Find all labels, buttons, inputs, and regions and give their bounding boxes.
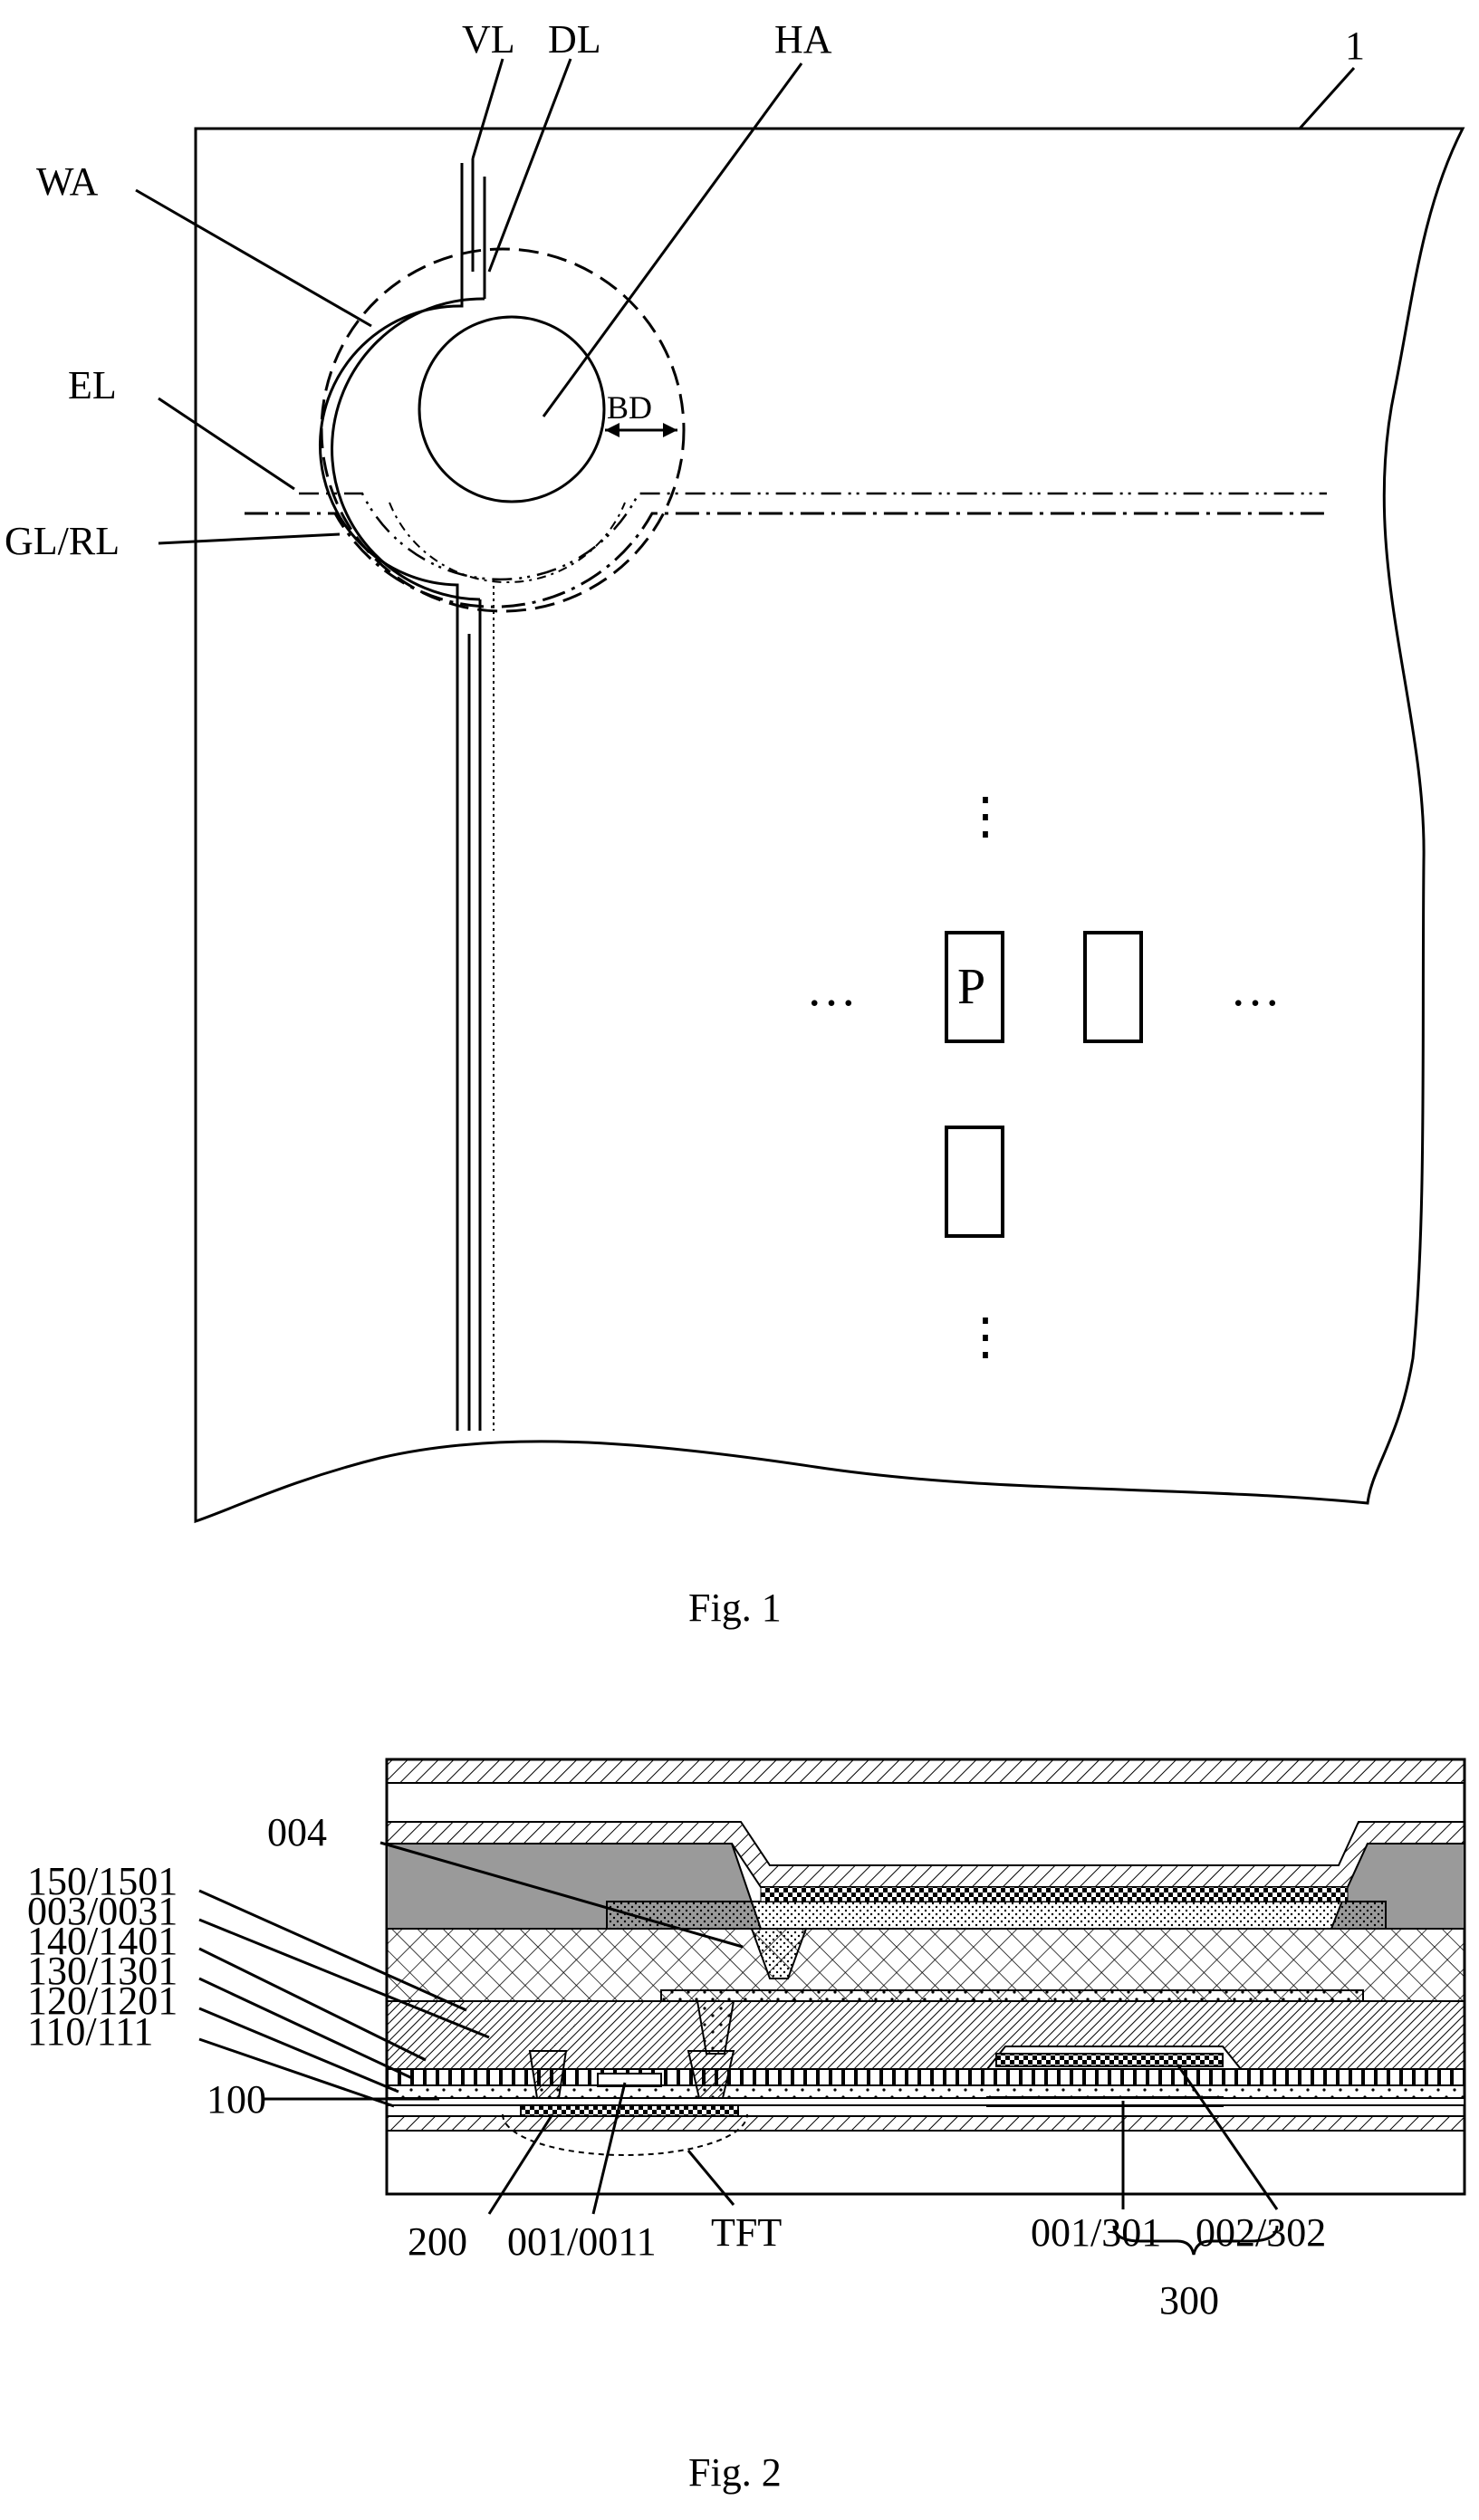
label-el: EL [68, 363, 117, 407]
label-wa: WA [36, 159, 99, 204]
label-002-302: 002/302 [1196, 2210, 1326, 2255]
data-line-dl [320, 163, 462, 1431]
leader-vl [473, 59, 503, 158]
label-vl: VL [462, 17, 515, 62]
data-line-dl-inner [332, 299, 485, 599]
emission-line-inner-arc [389, 503, 625, 582]
figure-1: VL DL HA 1 WA EL GL/RL BD P ⋮ ⋮ … … Fig.… [5, 17, 1463, 1630]
label-004: 004 [267, 1810, 327, 1854]
active-layer-200 [521, 2105, 738, 2116]
ellipsis-top: ⋮ [960, 789, 1011, 845]
caption-fig-1: Fig. 1 [688, 1586, 782, 1630]
capacitor-plate-302 [996, 2054, 1223, 2066]
label-110: 110/111 [27, 2009, 153, 2054]
leader-el [158, 398, 294, 489]
leader-tft [688, 2151, 734, 2205]
encapsulation-layer [387, 1759, 1465, 1783]
buffer-layer-110 [387, 2098, 1465, 2105]
leader-dl [489, 59, 571, 272]
caption-fig-2: Fig. 2 [688, 2450, 782, 2495]
bd-arrowhead-right [663, 423, 677, 437]
label-glrl: GL/RL [5, 519, 120, 563]
label-001-301: 001/301 [1031, 2210, 1161, 2255]
emission-line [299, 493, 1327, 580]
ellipsis-bottom: ⋮ [960, 1309, 1011, 1365]
light-emitting-layer [761, 1887, 1348, 1902]
tft-gate-001 [598, 2074, 661, 2086]
label-tft: TFT [711, 2210, 782, 2255]
leader-ref-1 [1300, 68, 1354, 129]
display-panel-outline [196, 129, 1463, 1521]
hole-area-circle [419, 317, 604, 502]
label-ha: HA [774, 17, 832, 62]
pixel-right [1085, 933, 1141, 1041]
label-300: 300 [1159, 2278, 1219, 2323]
leader-ha [543, 63, 802, 417]
leader-glrl [158, 534, 340, 543]
label-dl: DL [548, 17, 601, 62]
connection-line-003 [661, 1990, 1363, 2001]
label-200: 200 [408, 2219, 467, 2264]
label-pixel-p: P [957, 959, 985, 1015]
pixel-bottom [946, 1127, 1003, 1236]
ellipsis-left: … [806, 961, 857, 1017]
label-001-0011: 001/0011 [507, 2219, 657, 2264]
anode-layer [607, 1902, 1386, 1929]
figure-2: 004 150/1501 003/0031 140/1401 130/1301 … [27, 1759, 1465, 2495]
leader-wa [136, 190, 371, 326]
label-ref-1: 1 [1345, 24, 1365, 68]
label-100: 100 [206, 2077, 266, 2122]
gate-reset-line [245, 513, 1327, 607]
label-bd: BD [607, 389, 652, 426]
ellipsis-right: … [1230, 961, 1281, 1017]
gate-insulator-120 [387, 2085, 1465, 2098]
